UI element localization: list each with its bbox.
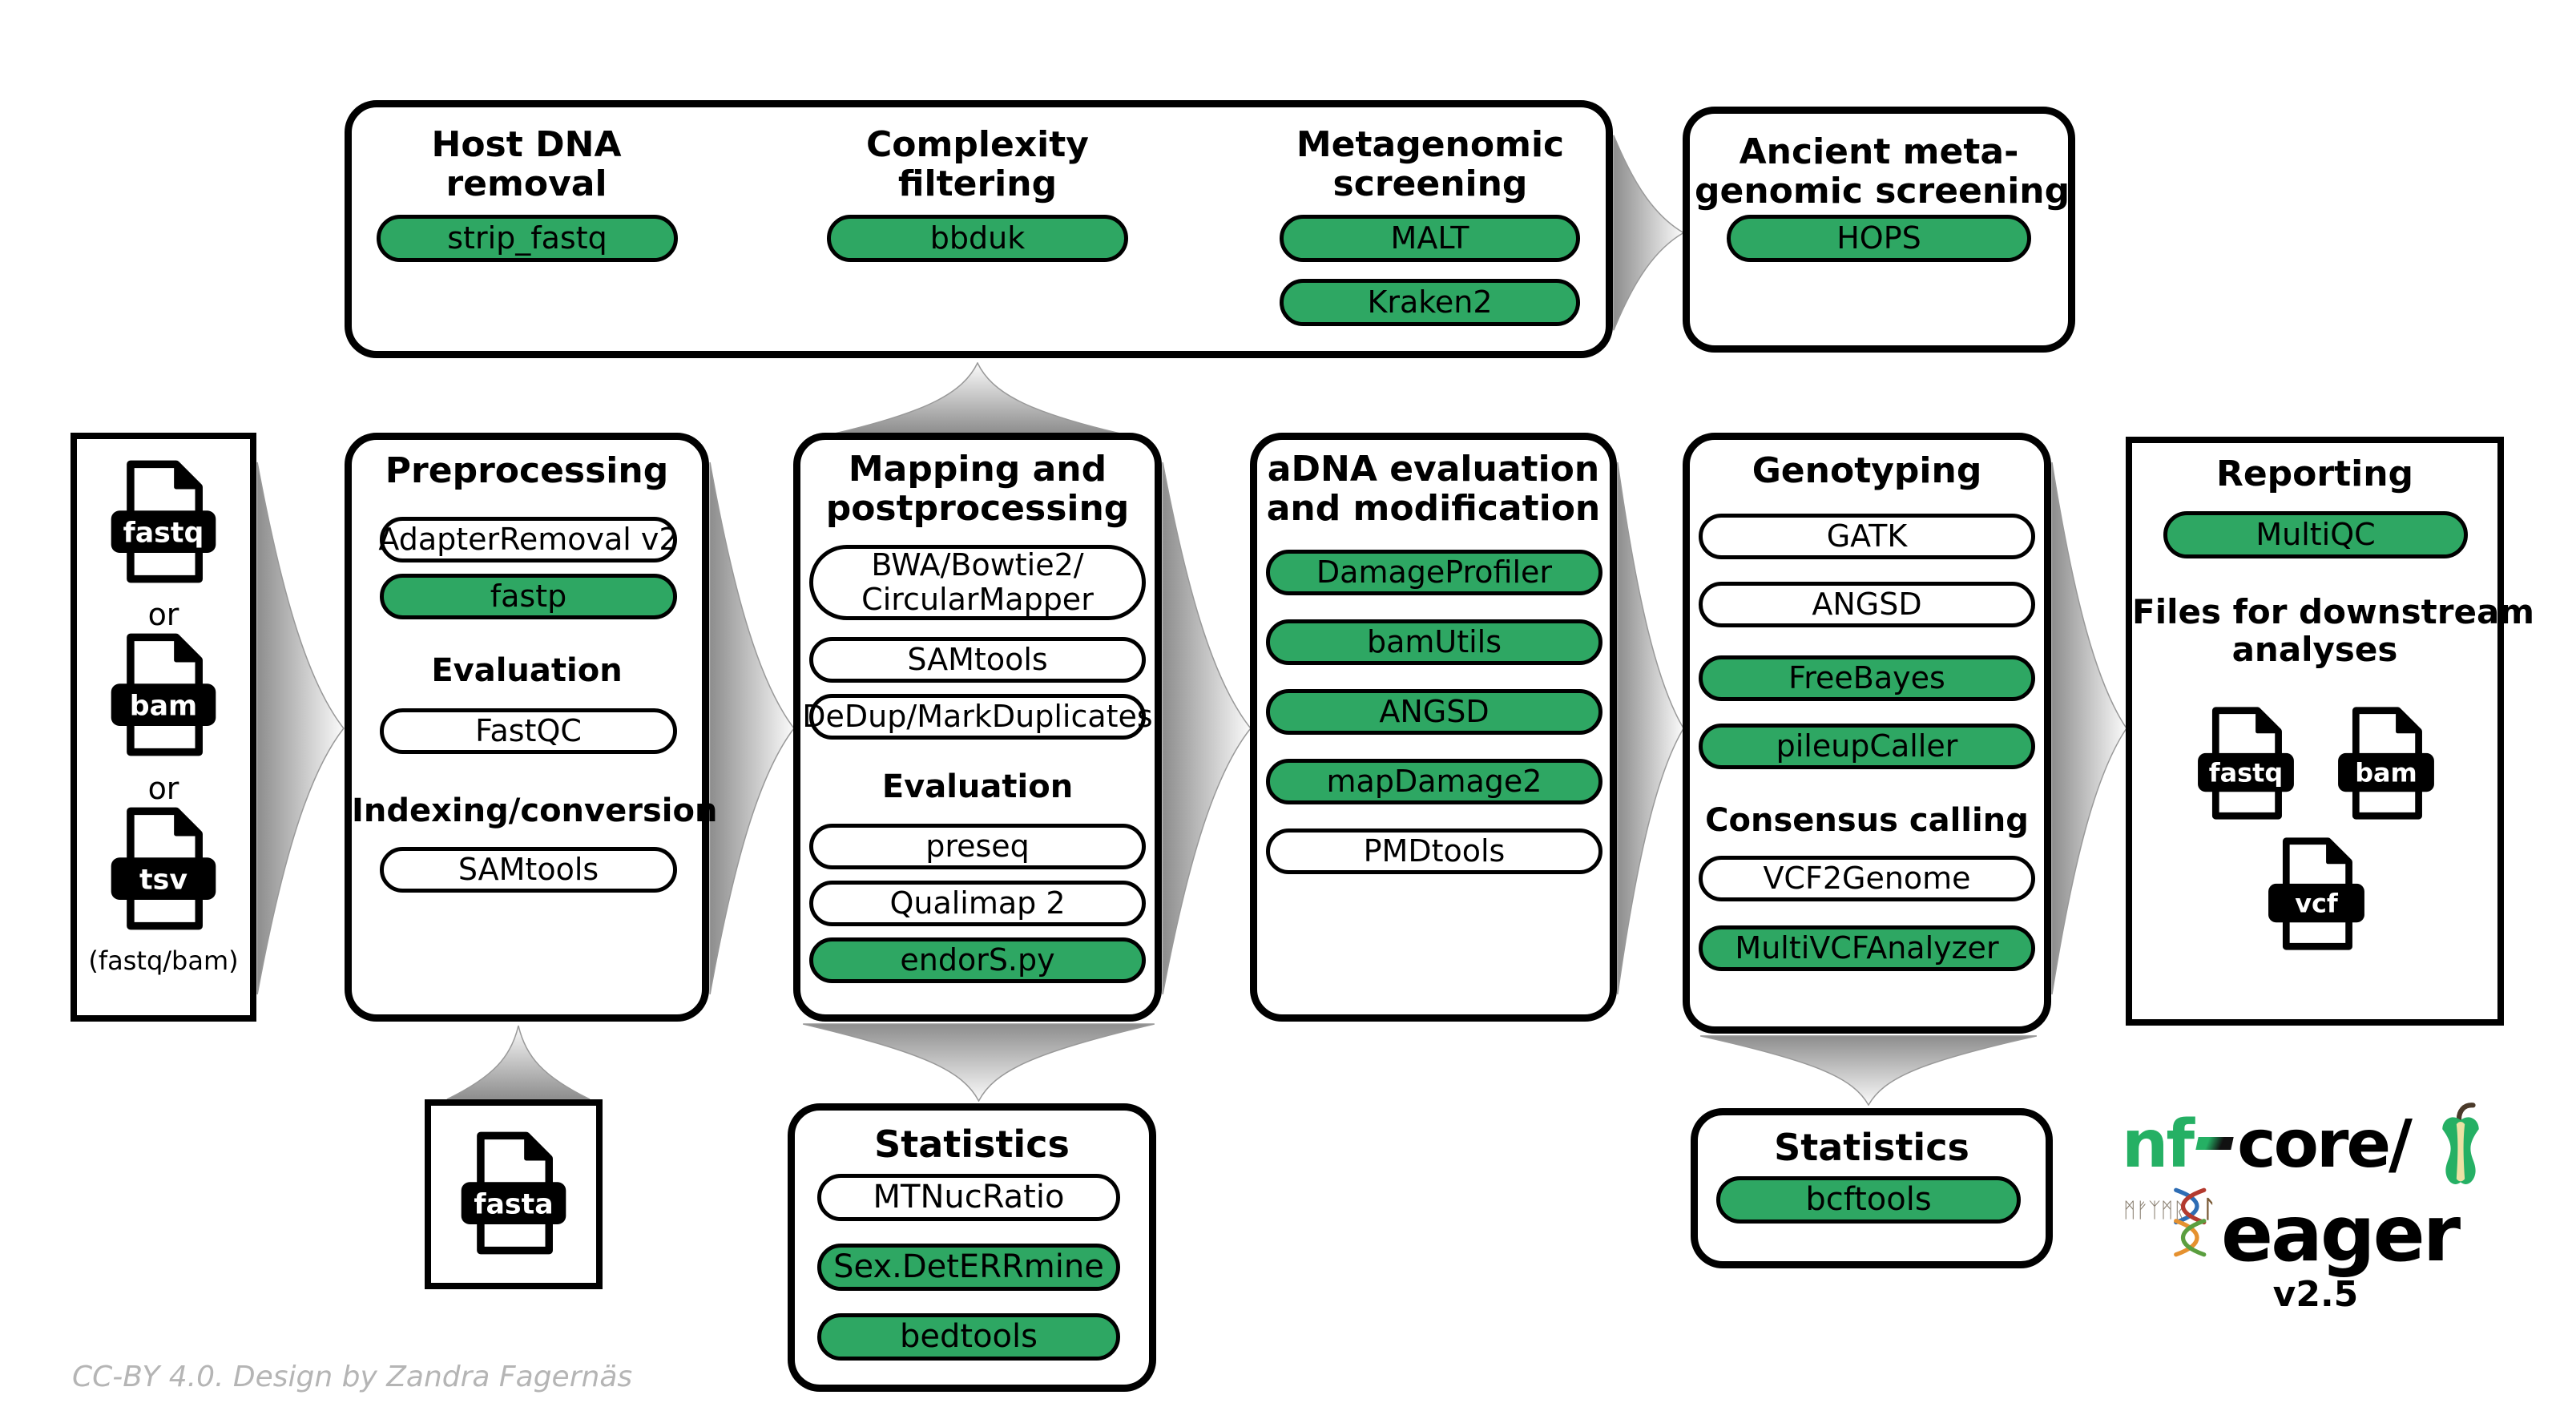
tool-pill-fastqc: FastQC: [380, 708, 677, 754]
rune-text: ᛗᚠᛉᛗᚱ: [2123, 1199, 2187, 1223]
tool-pill-kraken2: Kraken2: [1280, 279, 1580, 326]
tool-pill-samtools: SAMtools: [380, 847, 677, 893]
flow-arrow-input-to-preprocessing-icon: [256, 461, 345, 996]
flow-arrow-mapping-to-screening-icon: [833, 362, 1122, 434]
or-label: or: [147, 771, 179, 806]
metagenomic-screening-title: Metagenomic screening: [1296, 124, 1565, 204]
evaluation-section-title: Evaluation: [881, 768, 1074, 805]
tool-pill-multivcfanalyzer: MultiVCFAnalyzer: [1699, 925, 2035, 971]
screening-group-box: Host DNA removal Complexity filtering Me…: [345, 100, 1613, 358]
tool-pill-adapterremoval: AdapterRemoval v2: [378, 517, 679, 562]
flow-arrow-fasta-to-preprocessing-icon: [446, 1025, 591, 1100]
dna-helix-icon: [2174, 1187, 2207, 1257]
flow-arrow-screening-to-ancient-icon: [1613, 135, 1684, 331]
svg-text:bam: bam: [2355, 758, 2417, 788]
tool-pill-sex-deterrmine: Sex.DetERRmine: [817, 1244, 1120, 1291]
complexity-filtering-title: Complexity filtering: [866, 124, 1089, 204]
tool-pill-malt: MALT: [1280, 215, 1580, 262]
tool-pill-gatk: GATK: [1699, 514, 2035, 559]
tool-pill-angsd-genotyping: ANGSD: [1699, 582, 2035, 627]
tool-pill-multiqc: MultiQC: [2163, 511, 2468, 558]
tool-pill-samtools-mapping: SAMtools: [809, 637, 1146, 683]
tsv-caption: (fastq/bam): [88, 945, 239, 976]
adna-box: aDNA evaluation and modification DamageP…: [1250, 433, 1617, 1022]
svg-text:bam: bam: [130, 690, 198, 722]
tool-pill-bcftools: bcftools: [1716, 1176, 2021, 1224]
flow-arrow-preprocessing-to-mapping-icon: [709, 461, 795, 996]
mapping-box: Mapping and postprocessing BWA/Bowtie2/ …: [793, 433, 1162, 1022]
svg-text:fasta: fasta: [474, 1188, 553, 1220]
mapping-title: Mapping and postprocessing: [825, 449, 1130, 529]
bam-file-icon: bam: [111, 633, 216, 756]
flow-arrow-adna-to-genotyping-icon: [1617, 461, 1684, 996]
tool-pill-freebayes: FreeBayes: [1699, 655, 2035, 701]
genotyping-box: Genotyping GATK ANGSD FreeBayes pileupCa…: [1683, 433, 2051, 1034]
reporting-box: Reporting MultiQC Files for downstream a…: [2126, 437, 2535, 1026]
credit-text: CC-BY 4.0. Design by Zandra Fagernäs: [72, 1361, 633, 1393]
fastq-output-file-icon: fastq: [2198, 707, 2294, 820]
tool-pill-angsd-adna: ANGSD: [1266, 689, 1602, 735]
or-label: or: [147, 597, 179, 632]
tool-pill-damageprofiler: DamageProfiler: [1266, 550, 1602, 595]
input-files-box: fastq or bam or tsv (fastq/bam): [71, 433, 256, 1022]
preprocessing-box: Preprocessing AdapterRemoval v2 fastp Ev…: [345, 433, 718, 1022]
tool-pill-pileupcaller: pileupCaller: [1699, 724, 2035, 769]
svg-text:vcf: vcf: [2295, 889, 2339, 919]
tool-pill-bamutils: bamUtils: [1266, 619, 1602, 665]
ancient-screening-box: Ancient meta- genomic screening HOPS: [1683, 107, 2075, 353]
tsv-file-icon: tsv: [111, 807, 216, 930]
tool-pill-mtnucratio: MTNucRatio: [817, 1174, 1120, 1221]
tool-pill-vcf2genome: VCF2Genome: [1699, 856, 2035, 901]
tool-pill-preseq: preseq: [809, 824, 1146, 869]
logo-dash: [2195, 1136, 2234, 1150]
flow-arrow-genotyping-to-reporting-icon: [2051, 461, 2127, 996]
tool-pill-strip-fastq: strip_fastq: [377, 215, 678, 262]
reporting-title: Reporting: [2215, 454, 2414, 494]
consensus-calling-section-title: Consensus calling: [1705, 802, 2029, 839]
tool-pill-qualimap2: Qualimap 2: [809, 881, 1146, 926]
mapping-statistics-box: Statistics MTNucRatio Sex.DetERRmine bed…: [788, 1103, 1156, 1392]
rune-l-text: ᛚ: [2202, 1195, 2216, 1224]
genotyping-statistics-title: Statistics: [1774, 1126, 1969, 1169]
tool-pill-dedup-markduplicates: DeDup/MarkDuplicates: [802, 694, 1153, 740]
files-downstream-title: Files for downstream analyses: [2132, 592, 2535, 669]
logo-eager-text: eager: [2221, 1189, 2461, 1279]
tool-pill-mapdamage2: mapDamage2: [1266, 759, 1602, 804]
logo-core: core/: [2237, 1107, 2413, 1183]
vcf-output-file-icon: vcf: [2268, 837, 2364, 950]
fasta-file-icon: fasta: [461, 1131, 566, 1255]
logo-nf: nf: [2122, 1107, 2195, 1183]
svg-text:fastq: fastq: [123, 517, 204, 549]
tool-pill-bwa-bowtie2-circularmapper: BWA/Bowtie2/ CircularMapper: [809, 545, 1146, 620]
mapping-statistics-title: Statistics: [874, 1123, 1070, 1166]
flow-arrow-genotyping-to-statistics-icon: [1699, 1035, 2038, 1106]
bam-output-file-icon: bam: [2338, 707, 2434, 820]
host-dna-removal-title: Host DNA removal: [431, 124, 622, 204]
flow-arrow-mapping-to-statistics-icon: [801, 1023, 1156, 1102]
svg-text:tsv: tsv: [139, 864, 187, 896]
tool-pill-bbduk: bbduk: [827, 215, 1128, 262]
tool-pill-hops: HOPS: [1727, 215, 2031, 262]
fastq-file-icon: fastq: [111, 460, 216, 583]
tool-pill-fastp: fastp: [380, 574, 677, 619]
preprocessing-title: Preprocessing: [385, 450, 669, 491]
genotyping-title: Genotyping: [1752, 450, 1982, 491]
flow-arrow-mapping-to-adna-icon: [1162, 461, 1252, 996]
ancient-screening-title: Ancient meta- genomic screening: [1695, 131, 2070, 212]
apple-core-icon: [2442, 1103, 2479, 1184]
logo-version: v2.5: [2272, 1274, 2359, 1315]
tool-pill-pmdtools: PMDtools: [1266, 828, 1602, 874]
svg-text:fastq: fastq: [2209, 758, 2283, 788]
genotyping-statistics-box: Statistics bcftools: [1691, 1108, 2053, 1268]
adna-title: aDNA evaluation and modification: [1266, 449, 1601, 529]
tool-pill-endors-py: endorS.py: [809, 937, 1146, 983]
evaluation-section-title: Evaluation: [431, 652, 623, 689]
indexing-conversion-section-title: Indexing/conversion: [352, 792, 718, 829]
tool-pill-bedtools: bedtools: [817, 1313, 1120, 1361]
fasta-reference-box: fasta: [425, 1099, 603, 1289]
